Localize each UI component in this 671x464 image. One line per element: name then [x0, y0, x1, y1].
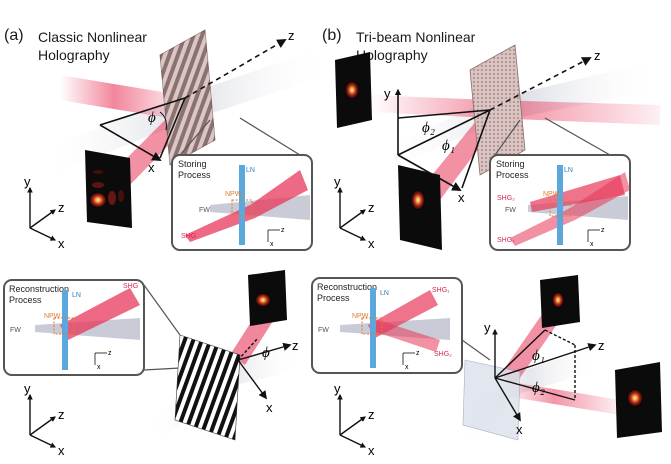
- panel-b: (b) Tri-beam Nonlinear Holography: [311, 27, 662, 458]
- recon-title1-b: Reconstruction: [317, 282, 377, 292]
- top-axis-x-a: x: [148, 160, 155, 175]
- fw-label-recon-b: FW: [318, 327, 329, 334]
- ln-label-recon-a: LN: [72, 292, 81, 299]
- panel-a-title-line2: Holography: [38, 47, 110, 63]
- coord-top-z-b: z: [368, 200, 375, 215]
- coord-top-x-b: x: [368, 236, 375, 251]
- coord-triad-bottom-b: [337, 393, 367, 448]
- storing-title1-a: Storing: [178, 159, 207, 169]
- panel-b-title-line2: Holography: [356, 47, 428, 63]
- bottom-scene-a: z x ϕ: [150, 270, 300, 441]
- top-axis-x-b: x: [458, 190, 465, 205]
- hologram-plate-a: [159, 29, 216, 166]
- storing-axis-z-a: z: [281, 227, 285, 234]
- storing-title2-a: Process: [178, 170, 211, 180]
- coord-top-y-a: y: [24, 174, 31, 189]
- panel-a: (a) Classic Nonlinear Holography z x ϕ: [3, 27, 330, 458]
- recon-title2-b: Process: [317, 293, 350, 303]
- ln-label-storing-b: LN: [564, 167, 573, 174]
- panel-b-title-line1: Tri-beam Nonlinear: [356, 29, 476, 45]
- recon-axis-z-b: z: [416, 350, 420, 357]
- storing-inset-b: Storing Process LN NPW SHG₂ FW SHG₁ z x: [489, 117, 631, 251]
- bottom-axis-y-b: y: [484, 320, 491, 335]
- top-phi-a: ϕ: [148, 110, 156, 126]
- bottom-phi-a: ϕ: [262, 345, 270, 361]
- recon-axis-x-b: x: [405, 364, 409, 371]
- panel-a-letter: (a): [4, 27, 24, 44]
- coord-triad-top-a: [27, 186, 57, 241]
- storing-axis-z-b: z: [601, 227, 605, 234]
- bottom-axis-z-b: z: [598, 338, 605, 353]
- phi-arc-a: [159, 111, 167, 131]
- npw-label-recon-a: NPW: [44, 313, 61, 320]
- panel-a-title-line1: Classic Nonlinear: [38, 29, 147, 45]
- top-axes-b: [394, 57, 592, 191]
- top-phi2-b: ϕ₂: [422, 120, 435, 136]
- bottom-axis-x-b: x: [516, 422, 523, 437]
- shg1-label-recon-b: SHG₁: [432, 287, 450, 294]
- hologram-plate-b: [469, 44, 526, 176]
- shg1-label-storing-b: SHG₁: [497, 237, 515, 244]
- panel-b-letter: (b): [322, 27, 342, 44]
- image-plane-top-a: [85, 150, 132, 228]
- npw-label-storing-b: NPW: [543, 191, 560, 198]
- image-plane-top-b: [335, 52, 372, 128]
- ln-label-recon-b: LN: [380, 290, 389, 297]
- top-axis-z-b: z: [594, 48, 601, 63]
- shg2-label-storing-b: SHG₂: [497, 195, 515, 202]
- coord-bottom-z-b: z: [368, 407, 375, 422]
- bottom-phi2-b: ϕ₂: [532, 380, 545, 396]
- bottom-phi1-b: ϕ₁: [532, 348, 545, 364]
- fw-label-recon-a: FW: [10, 327, 21, 334]
- storing-axis-x-b: x: [590, 241, 594, 248]
- bottom-axis-x-a: x: [266, 400, 273, 415]
- coord-top-z-a: z: [58, 200, 65, 215]
- reconstruction-inset-b: Reconstruction Process LN NPW FW SHG₁ SH…: [311, 277, 491, 374]
- storing-title2-b: Process: [496, 170, 529, 180]
- shg-label-storing-a: SHG: [181, 233, 196, 240]
- npw-label-recon-b: NPW: [352, 313, 369, 320]
- coord-top-y-b: y: [334, 174, 341, 189]
- storing-title1-b: Storing: [496, 159, 525, 169]
- bottom-scene-b: y z x ϕ₁ ϕ₂: [460, 275, 662, 441]
- ln-label-storing-a: LN: [246, 167, 255, 174]
- npw-label-storing-a: NPW: [225, 191, 242, 198]
- coord-triad-bottom-a: [27, 393, 57, 448]
- recon-title2-a: Process: [9, 295, 42, 305]
- bottom-axis-z-a: z: [292, 338, 299, 353]
- top-phi1-b: ϕ₁: [442, 138, 455, 154]
- coord-triad-top-b: [337, 186, 367, 241]
- coord-top-x-a: x: [58, 236, 65, 251]
- shg2-label-recon-b: SHG₂: [434, 351, 452, 358]
- recon-axis-x-a: x: [97, 364, 101, 371]
- coord-bottom-x-b: x: [368, 443, 375, 458]
- coord-bottom-y-a: y: [24, 381, 31, 396]
- top-axis-y-b: y: [384, 86, 391, 101]
- fw-label-storing-b: FW: [505, 207, 516, 214]
- recon-axis-z-a: z: [108, 350, 112, 357]
- fw-label-storing-a: FW: [199, 207, 210, 214]
- coord-bottom-z-a: z: [58, 407, 65, 422]
- storing-axis-x-a: x: [270, 241, 274, 248]
- coord-bottom-y-b: y: [334, 381, 341, 396]
- shg-label-recon-a: SHG: [123, 283, 138, 290]
- image-plane-bottom-b: [398, 165, 442, 250]
- recon-title1-a: Reconstruction: [9, 284, 69, 294]
- reconstruction-inset-a: Reconstruction Process LN NPW FW SHG z x: [3, 279, 181, 376]
- top-axis-z-a: z: [288, 28, 295, 43]
- top-axes-a: [99, 39, 287, 161]
- coord-bottom-x-a: x: [58, 443, 65, 458]
- storing-inset-a: Storing Process LN NPW FW SHG z x: [171, 117, 313, 251]
